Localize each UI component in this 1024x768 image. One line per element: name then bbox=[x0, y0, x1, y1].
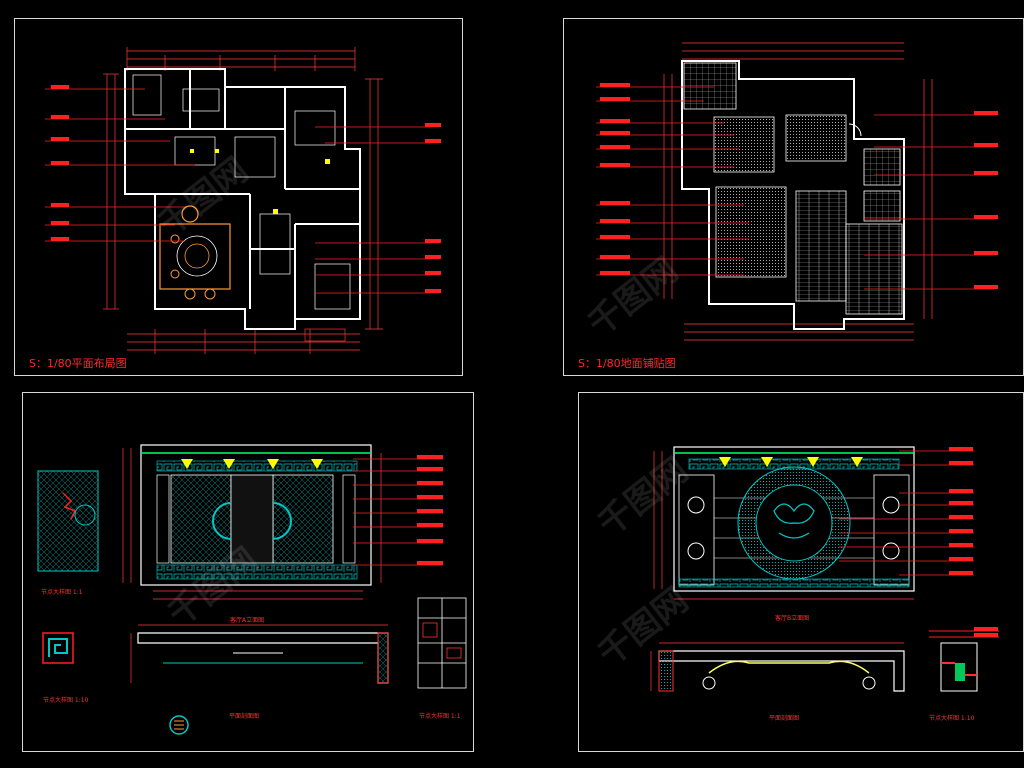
tile-area-bath bbox=[863, 148, 901, 186]
floor-plan-drawing bbox=[596, 42, 998, 341]
elevation-a-tags bbox=[417, 455, 443, 565]
caption-elevation-a-section: 平面剖面图 bbox=[229, 713, 260, 720]
elevation-b-leaders bbox=[839, 450, 974, 576]
section-plan-a bbox=[137, 632, 389, 684]
screen-panel-detail bbox=[37, 470, 99, 572]
elevation-b-lights bbox=[719, 457, 863, 467]
caption-elevation-b-main: 客厅B立面图 bbox=[775, 615, 810, 622]
caption-elevation-a-detail-2: 节点大样图 1:10 bbox=[43, 697, 89, 704]
caption-elevation-a-main: 客厅A立面图 bbox=[230, 617, 265, 624]
armchair bbox=[181, 205, 199, 223]
node-detail-b bbox=[929, 627, 999, 692]
plan-layout-title: S：1/80平面布局图 bbox=[29, 357, 127, 370]
floor-plan-title: S：1/80地面铺贴图 bbox=[578, 357, 676, 370]
top-dimensions bbox=[103, 47, 383, 354]
caption-elevation-b-section: 平面剖面图 bbox=[769, 715, 800, 722]
elevation-b-drawing bbox=[650, 446, 999, 692]
light-fixtures bbox=[190, 149, 330, 214]
floor-walls bbox=[681, 60, 905, 330]
tile-area-study bbox=[785, 114, 847, 162]
living-rug bbox=[159, 223, 231, 290]
elevation-a-dimensions bbox=[122, 448, 382, 600]
wood-floor-bedroom bbox=[795, 190, 847, 302]
caption-elevation-b-detail: 节点大样图 1:10 bbox=[929, 715, 975, 722]
annotation-tags bbox=[51, 85, 441, 293]
rug-medallion bbox=[176, 235, 218, 277]
elevation-b-tags bbox=[949, 447, 973, 575]
plan-furniture bbox=[132, 74, 351, 342]
wood-floor-master bbox=[845, 223, 903, 315]
floor-annotation-tags bbox=[600, 83, 998, 289]
section-a-dimensions bbox=[130, 624, 388, 683]
floor-dimensions bbox=[663, 42, 933, 341]
caption-elevation-a-detail-1: 节点大样图 1:1 bbox=[41, 589, 83, 596]
tile-area-kitchen bbox=[683, 62, 737, 110]
plan-layout-drawing bbox=[45, 47, 441, 354]
fret-detail-1 bbox=[42, 632, 74, 664]
main-elevation-a bbox=[140, 444, 372, 586]
main-elevation-b bbox=[673, 446, 915, 592]
elevation-b-dimensions bbox=[653, 451, 914, 600]
tile-area-living bbox=[715, 186, 787, 278]
elevation-a-lights bbox=[181, 459, 323, 469]
cabinet-detail bbox=[417, 597, 467, 689]
tile-area-dining bbox=[713, 116, 775, 173]
caption-elevation-a-detail-3: 节点大样图 1:1 bbox=[419, 713, 461, 720]
sheet-plan-layout: S：1/80平面布局图 bbox=[14, 18, 463, 376]
plan-walls bbox=[124, 68, 361, 330]
medallion-symbol bbox=[169, 715, 189, 735]
sheet-elevation-b: 客厅B立面图 平面剖面图 节点大样图 1:10 bbox=[578, 392, 1024, 752]
sheet-floor-plan: S：1/80地面铺贴图 bbox=[563, 18, 1024, 376]
annotation-leaders bbox=[45, 88, 430, 294]
door-swing bbox=[848, 123, 862, 137]
sheet-elevation-a: 客厅A立面图 平面剖面图 节点大样图 1:1 节点大样图 1:10 节点大样图 … bbox=[22, 392, 474, 752]
section-plan-b bbox=[658, 650, 905, 692]
section-b-dimensions bbox=[650, 642, 904, 691]
elevation-a-drawing bbox=[37, 444, 467, 735]
